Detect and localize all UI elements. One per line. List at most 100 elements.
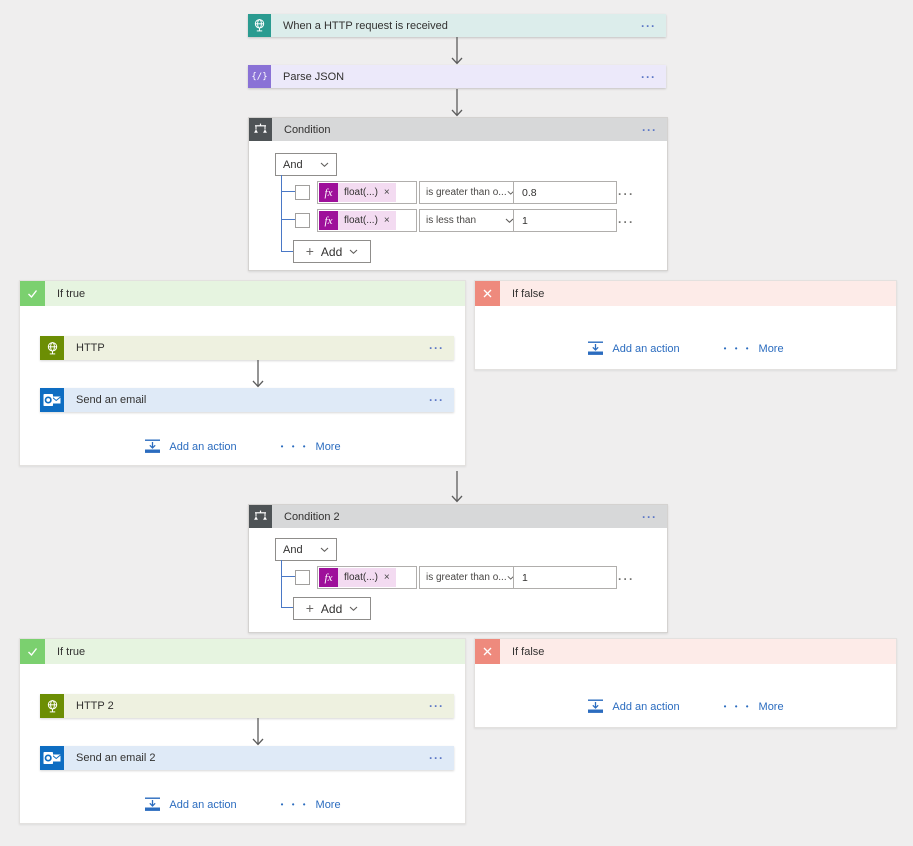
x-icon	[475, 639, 500, 664]
http2-action-card[interactable]: HTTP 2 ···	[40, 694, 454, 718]
condition-operand-field[interactable]: fx float(...) ×	[317, 181, 417, 204]
add-condition-button[interactable]: + Add	[293, 597, 371, 620]
remove-token-icon[interactable]: ×	[383, 187, 390, 198]
condition2-title: Condition 2	[284, 510, 340, 523]
condition-title: Condition	[284, 123, 331, 136]
http-action-menu-button[interactable]: ···	[429, 341, 444, 355]
more-label: More	[315, 440, 341, 453]
expression-token[interactable]: float(...) ×	[338, 568, 396, 587]
condition-row-checkbox[interactable]	[295, 213, 310, 228]
condition-row-checkbox[interactable]	[295, 185, 310, 200]
add-an-action-button[interactable]: Add an action	[144, 439, 237, 454]
add-an-action-button[interactable]: Add an action	[587, 341, 680, 356]
http-action-card[interactable]: HTTP ···	[40, 336, 454, 360]
add-condition-label: Add	[320, 601, 343, 616]
parse-json-menu-button[interactable]: ···	[641, 69, 656, 84]
expression-token[interactable]: float(...) ×	[338, 211, 396, 230]
chevron-down-icon	[320, 547, 329, 552]
condition-row-menu-button[interactable]: ···	[618, 572, 635, 586]
condition-tree-line	[282, 251, 293, 252]
condition-value: 1	[522, 571, 528, 584]
more-button[interactable]: • • • More	[281, 799, 341, 811]
condition-value: 1	[522, 214, 528, 227]
send-email-action-card[interactable]: Send an email ···	[40, 388, 454, 412]
join-operator-dropdown[interactable]: And	[275, 153, 337, 176]
check-icon	[20, 639, 45, 664]
expression-token[interactable]: float(...) ×	[338, 183, 396, 202]
if-false-branch-card: If false Add an action • • • More	[474, 638, 897, 728]
send-email2-action-card[interactable]: Send an email 2 ···	[40, 746, 454, 770]
http-request-icon	[248, 14, 271, 37]
more-dots-icon: • • •	[723, 701, 752, 711]
chevron-down-icon	[507, 575, 514, 580]
more-dots-icon: • • •	[280, 799, 309, 809]
more-button[interactable]: • • • More	[724, 701, 784, 713]
condition-operator-value: is less than	[426, 215, 477, 226]
x-icon	[475, 281, 500, 306]
add-condition-label: Add	[320, 244, 343, 259]
add-condition-button[interactable]: + Add	[293, 240, 371, 263]
send-email2-menu-button[interactable]: ···	[429, 751, 444, 765]
condition-operator-value: is greater than o...	[426, 187, 507, 198]
if-false-header[interactable]: If false	[475, 281, 896, 306]
if-false-title: If false	[512, 287, 545, 300]
if-false-header[interactable]: If false	[475, 639, 896, 664]
outlook-icon	[40, 746, 64, 770]
trigger-menu-button[interactable]: ···	[641, 18, 656, 33]
add-an-action-button[interactable]: Add an action	[144, 797, 237, 812]
add-an-action-label: Add an action	[612, 342, 680, 355]
condition-operator-dropdown[interactable]: is greater than o...	[419, 566, 521, 589]
more-label: More	[315, 798, 341, 811]
chevron-down-icon	[349, 606, 358, 611]
fx-expression-icon: fx	[319, 211, 338, 230]
chevron-down-icon	[507, 190, 514, 195]
condition-icon	[249, 505, 272, 528]
send-email-menu-button[interactable]: ···	[429, 393, 444, 407]
condition-row-checkbox[interactable]	[295, 570, 310, 585]
http-icon	[40, 336, 64, 360]
parse-json-icon: {/}	[248, 65, 271, 88]
if-false-branch-card: If false Add an action • • • More	[474, 280, 897, 370]
condition-tree-line	[282, 607, 293, 608]
condition-header[interactable]: Condition ···	[249, 118, 667, 141]
plus-icon: +	[305, 600, 314, 616]
branch-actions-row: Add an action • • • More	[20, 797, 465, 812]
flow-arrow	[252, 360, 264, 388]
flow-arrow	[451, 89, 463, 117]
condition-operator-dropdown[interactable]: is less than	[419, 209, 521, 232]
condition-value-input[interactable]: 1	[513, 209, 617, 232]
trigger-card-http-request[interactable]: When a HTTP request is received ···	[248, 14, 666, 37]
more-label: More	[758, 342, 784, 355]
insert-action-icon	[145, 439, 161, 453]
condition-value-input[interactable]: 0.8	[513, 181, 617, 204]
remove-token-icon[interactable]: ×	[383, 215, 390, 226]
add-an-action-label: Add an action	[169, 440, 237, 453]
if-true-header[interactable]: If true	[20, 639, 465, 664]
chevron-down-icon	[505, 218, 514, 223]
condition-row-menu-button[interactable]: ···	[618, 187, 635, 201]
if-true-title: If true	[57, 645, 86, 658]
flow-arrow	[451, 37, 463, 65]
condition-operand-field[interactable]: fx float(...) ×	[317, 566, 417, 589]
condition-value-input[interactable]: 1	[513, 566, 617, 589]
condition-menu-button[interactable]: ···	[642, 122, 657, 137]
fx-expression-icon: fx	[319, 183, 338, 202]
if-true-header[interactable]: If true	[20, 281, 465, 306]
parse-json-card[interactable]: {/} Parse JSON ···	[248, 65, 666, 88]
condition2-menu-button[interactable]: ···	[642, 509, 657, 524]
add-an-action-button[interactable]: Add an action	[587, 699, 680, 714]
more-button[interactable]: • • • More	[281, 441, 341, 453]
plus-icon: +	[305, 243, 314, 259]
http2-action-menu-button[interactable]: ···	[429, 699, 444, 713]
join-operator-dropdown[interactable]: And	[275, 538, 337, 561]
condition-operator-dropdown[interactable]: is greater than o...	[419, 181, 521, 204]
condition-operand-field[interactable]: fx float(...) ×	[317, 209, 417, 232]
parse-json-title: Parse JSON	[283, 70, 345, 83]
condition-row-menu-button[interactable]: ···	[618, 215, 635, 229]
condition-tree-line	[281, 560, 282, 608]
http-action-title: HTTP	[76, 342, 105, 354]
condition2-header[interactable]: Condition 2 ···	[249, 505, 667, 528]
more-button[interactable]: • • • More	[724, 343, 784, 355]
remove-token-icon[interactable]: ×	[383, 572, 390, 583]
